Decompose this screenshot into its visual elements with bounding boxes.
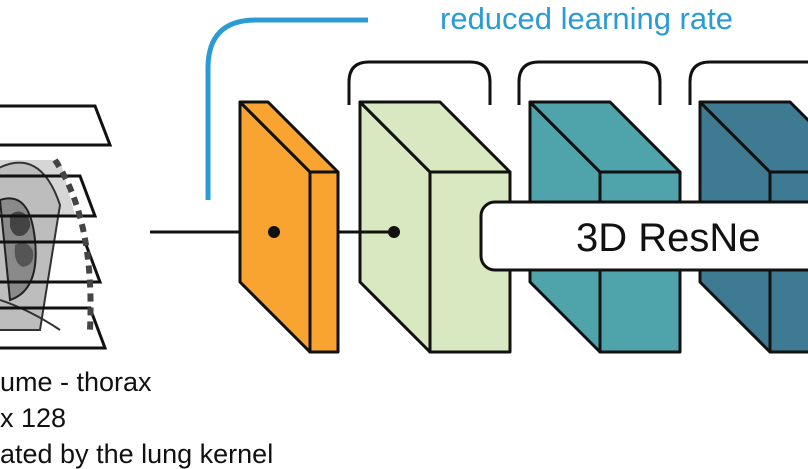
residual-bracket-2 [517, 60, 662, 105]
resnet-block-3-top [698, 100, 808, 174]
learning-rate-bracket [205, 17, 368, 200]
residual-bracket-1 [347, 60, 492, 105]
ct-slice-3 [0, 240, 103, 284]
ct-slice-top [0, 104, 113, 147]
block-dot-2 [388, 226, 400, 238]
ct-slice-2 [0, 174, 98, 218]
resnet-label: 3D ResNe [576, 216, 761, 260]
ct-slice-bottom [0, 306, 108, 350]
input-conv-block [238, 100, 340, 354]
caption-line-1: ume - thorax [0, 367, 152, 397]
lung-kernel-outline [52, 158, 94, 331]
residual-bracket-3 [688, 60, 808, 105]
diagram-canvas: 3D ResNe [0, 17, 808, 354]
resnet-label-box [479, 200, 808, 272]
ct-slice-stack [0, 104, 113, 350]
input-conv-block-front [308, 170, 340, 354]
lung-image [0, 160, 75, 331]
block-dot-1 [268, 226, 280, 238]
caption-line-2: x 128 [0, 403, 67, 433]
learning-rate-annotation: reduced learning rate [440, 1, 733, 36]
